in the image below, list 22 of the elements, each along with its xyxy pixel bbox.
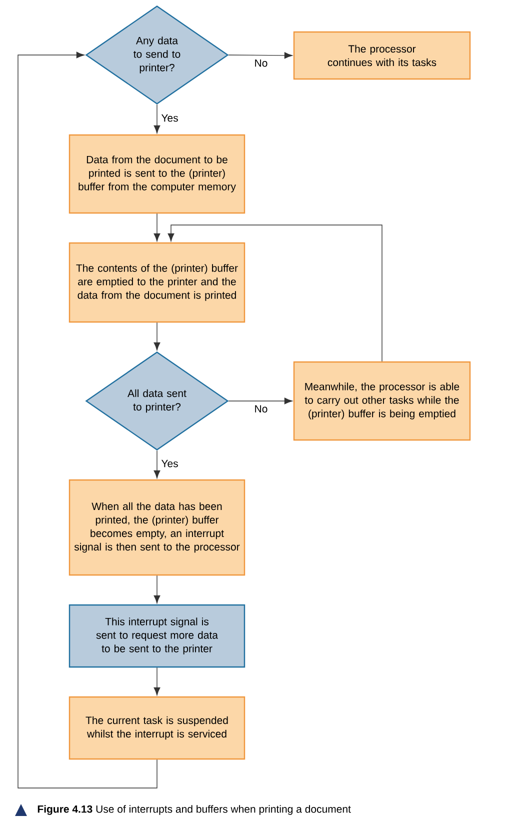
arrow: [154, 104, 160, 134]
arrow: [168, 224, 382, 362]
edge-label: Yes: [161, 460, 178, 468]
arrow: [228, 52, 292, 59]
arrow: [228, 398, 292, 404]
arrow: [154, 213, 160, 242]
process-box: Meanwhile, the processor is able to carry out other tasks while the (printer) buffer is being emptied: [293, 361, 471, 441]
arrow: [154, 322, 160, 350]
process-box: The current task is suspended whilst the interrupt is serviced: [68, 696, 246, 760]
process-box: The processor continues with its tasks: [293, 31, 471, 80]
edge-label: Yes: [161, 114, 178, 122]
edge-label: No: [255, 59, 268, 67]
process-box: The contents of the (printer) buffer are emptied to the printer and the data from the document is printed: [68, 242, 246, 323]
arrow: [18, 52, 158, 788]
process-box: This interrupt signal is sent to request more data to be sent to the printer: [68, 604, 246, 668]
figure-caption: Figure 4.13 Use of interrupts and buffers when printing a document: [38, 805, 351, 815]
process-box: When all the data has been printed, the (printer) buffer becomes empty, an interrupt signal is then sent to the processor: [68, 479, 246, 576]
arrow: [154, 575, 160, 604]
arrow: [154, 667, 160, 696]
process-box: Data from the document to be printed is sent to the (printer) buffer from the computer memory: [68, 134, 246, 214]
arrow: [154, 450, 160, 478]
edge-label: No: [255, 405, 268, 413]
